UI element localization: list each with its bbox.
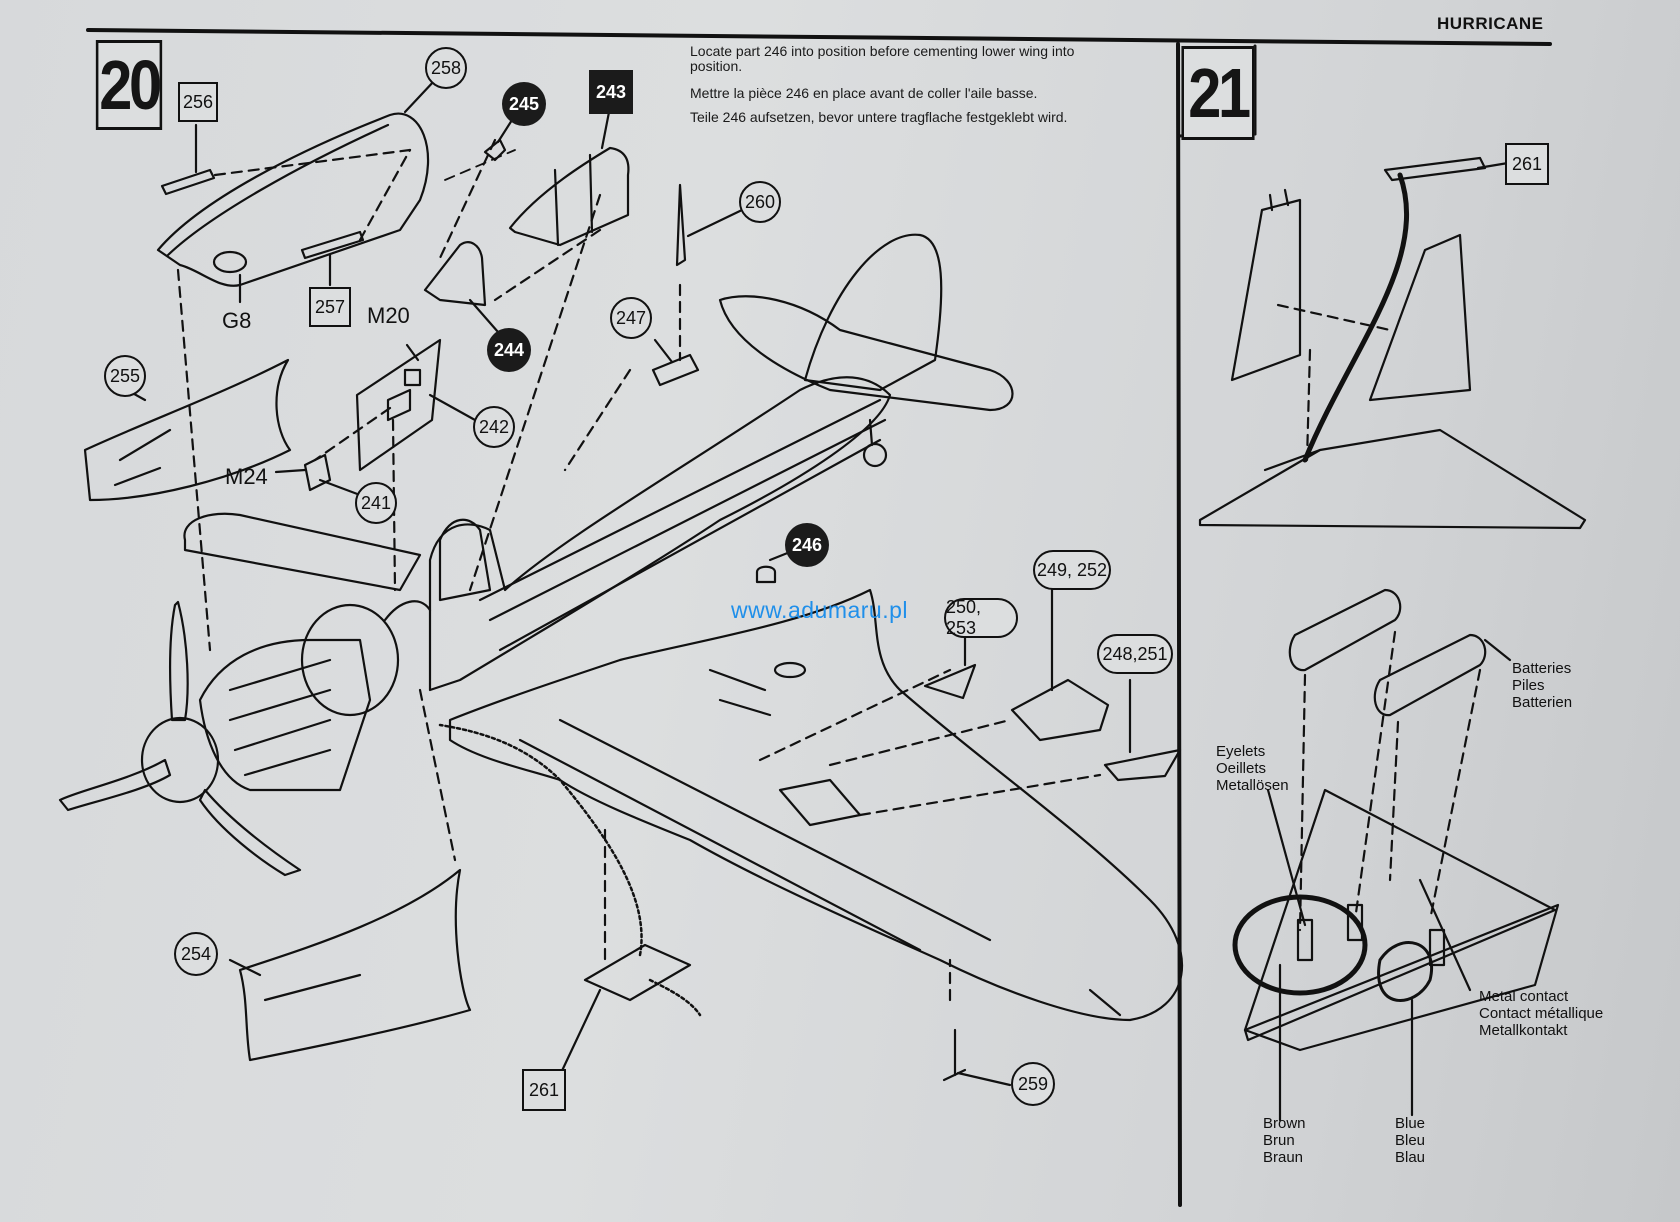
- part-245: [483, 138, 507, 162]
- instruction-en-line1: Locate part 246 into position before cem…: [690, 43, 1075, 59]
- part-247: [651, 353, 700, 387]
- callout-246: 246: [785, 523, 829, 567]
- callout-257: 257: [309, 287, 351, 327]
- fuselage: [428, 376, 892, 692]
- upper-left-wing: [183, 512, 422, 592]
- callout-260: 260: [739, 181, 781, 223]
- part-241: [303, 453, 332, 492]
- canopy-part-258: [156, 78, 437, 287]
- part-label-g8: G8: [222, 308, 252, 333]
- cowling-part-254: [228, 868, 472, 1062]
- engine-assembly: [198, 600, 432, 792]
- callout-256: 256: [178, 82, 218, 122]
- callout-259: 259: [1011, 1062, 1055, 1106]
- propeller: [58, 600, 302, 877]
- label-blue-wire: Blue Bleu Blau: [1395, 1115, 1426, 1166]
- callout-258: 258: [425, 47, 467, 89]
- stand-part-261: [583, 943, 692, 1002]
- part-label-m20: M20: [367, 303, 410, 328]
- instruction-fr: Mettre la pièce 246 en place avant de co…: [690, 85, 1038, 101]
- callout-247: 247: [610, 297, 652, 339]
- instrument-panel-part-242: [355, 338, 477, 472]
- callout-248-251: 248,251: [1097, 634, 1173, 674]
- part-246: [755, 565, 777, 584]
- flap-part-250-253: [923, 663, 977, 700]
- callout-250-253: 250, 253: [944, 597, 1018, 638]
- flap-part-248-251: [1103, 748, 1182, 782]
- callout-245: 245: [502, 82, 546, 126]
- header-title: HURRICANE: [1437, 14, 1544, 33]
- flap-part-249-252: [1010, 678, 1110, 742]
- callout-261-stand: 261: [1505, 143, 1549, 185]
- part-256: [160, 168, 216, 196]
- pitot-part-259: [942, 1028, 967, 1082]
- callout-243: 243: [589, 70, 633, 114]
- label-brown-wire: Brown Brun Braun: [1263, 1115, 1306, 1166]
- instruction-de: Teile 246 aufsetzen, bevor untere tragfl…: [690, 109, 1068, 125]
- lower-wing: [448, 588, 1184, 1022]
- aerial-mast-part-260: [675, 183, 687, 267]
- callout-255: 255: [104, 355, 146, 397]
- battery-box: [1232, 788, 1560, 1052]
- callout-244: 244: [487, 328, 531, 372]
- step-number-21: 21: [1181, 46, 1255, 140]
- callout-241: 241: [355, 482, 397, 524]
- callout-242: 242: [473, 406, 515, 448]
- batteries: [1288, 588, 1512, 717]
- label-batteries: Batteries Piles Batterien: [1512, 660, 1573, 711]
- tail-assembly: [718, 233, 1014, 468]
- label-metal-contact: Metal contact Contact métallique Metallk…: [1479, 988, 1604, 1039]
- callout-249-252: 249, 252: [1033, 550, 1111, 590]
- instruction-en-line2: position.: [690, 58, 743, 74]
- windscreen-part-244: [423, 241, 487, 307]
- display-stand-assembly: [1198, 156, 1587, 530]
- step-divider: [1176, 42, 1182, 1207]
- callout-254: 254: [174, 932, 218, 976]
- rear-canopy-part-243: [508, 105, 630, 247]
- part-257: [300, 230, 365, 260]
- header-rule: [86, 28, 1552, 46]
- callout-261: 261: [522, 1069, 566, 1111]
- label-eyelets: Eyelets Oeillets Metallösen: [1216, 743, 1289, 794]
- part-label-m24: M24: [225, 464, 268, 489]
- watermark: www.adumaru.pl: [731, 597, 909, 623]
- step-number-20: 20: [95, 40, 163, 130]
